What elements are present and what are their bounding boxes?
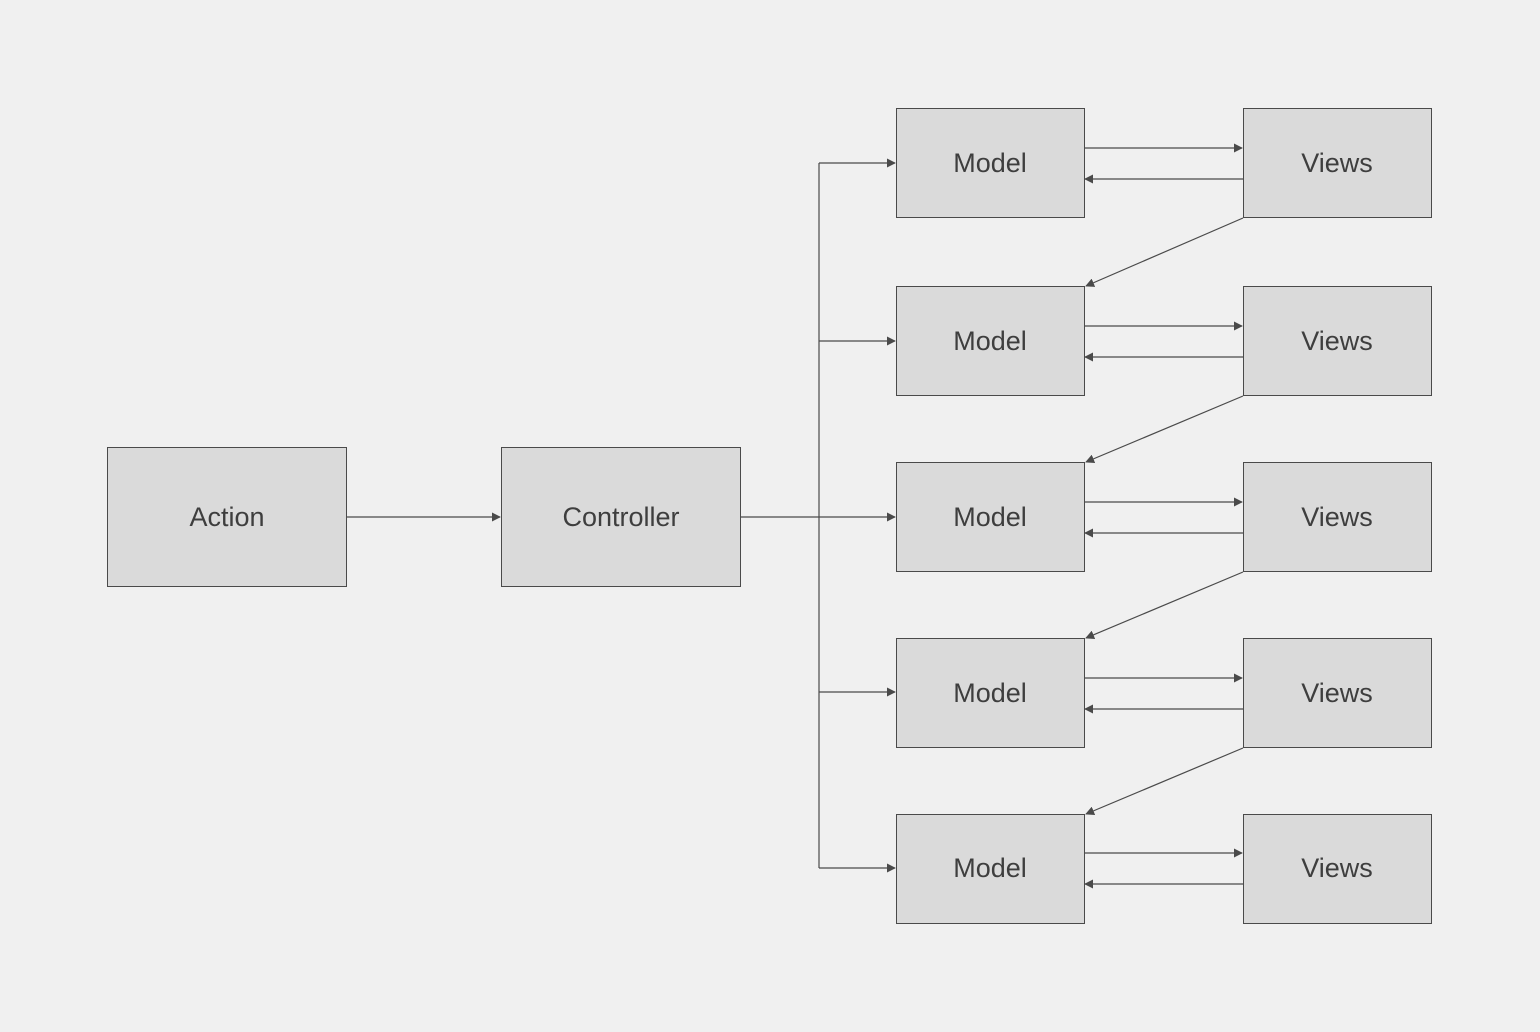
views-node-4: Views bbox=[1243, 638, 1432, 748]
model-node-2: Model bbox=[896, 286, 1085, 396]
model-4-label: Model bbox=[953, 678, 1027, 708]
views-5-label: Views bbox=[1301, 853, 1373, 883]
model-node-3: Model bbox=[896, 462, 1085, 572]
action-node: Action bbox=[107, 447, 347, 587]
edge-views-3-to-model-4 bbox=[1085, 571, 1244, 640]
model-node-5: Model bbox=[896, 814, 1085, 924]
views-node-3: Views bbox=[1243, 462, 1432, 572]
edge-views-2-to-model-3 bbox=[1085, 395, 1244, 464]
views-node-1: Views bbox=[1243, 108, 1432, 218]
views-2-label: Views bbox=[1301, 326, 1373, 356]
views-1-label: Views bbox=[1301, 148, 1373, 178]
edge-views-4-to-model-5 bbox=[1085, 747, 1244, 816]
model-node-4: Model bbox=[896, 638, 1085, 748]
views-node-2: Views bbox=[1243, 286, 1432, 396]
edge-views-1-to-model-2 bbox=[1085, 217, 1244, 287]
model-3-label: Model bbox=[953, 502, 1027, 532]
model-1-label: Model bbox=[953, 148, 1027, 178]
model-2-label: Model bbox=[953, 326, 1027, 356]
model-5-label: Model bbox=[953, 853, 1027, 883]
views-node-5: Views bbox=[1243, 814, 1432, 924]
edges-layer bbox=[347, 143, 1244, 889]
controller-node: Controller bbox=[501, 447, 741, 587]
model-node-1: Model bbox=[896, 108, 1085, 218]
nodes-layer: Action Controller Model Model Model Mode… bbox=[107, 108, 1432, 924]
views-3-label: Views bbox=[1301, 502, 1373, 532]
action-label: Action bbox=[189, 502, 264, 532]
views-4-label: Views bbox=[1301, 678, 1373, 708]
controller-label: Controller bbox=[562, 502, 679, 532]
